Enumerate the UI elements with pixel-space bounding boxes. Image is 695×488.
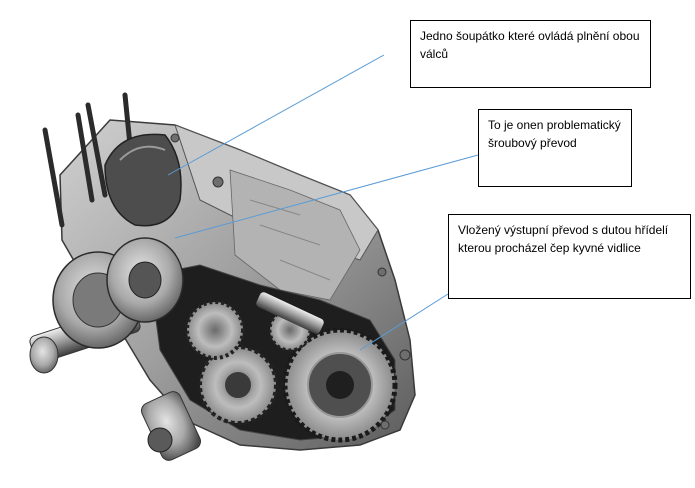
callout-box-screw-gear: To je onen problematický šroubový převod <box>478 109 632 187</box>
callout-text-rotary-valve: Jedno šoupátko které ovládá plnění obou … <box>420 29 640 61</box>
gear-cluster <box>185 292 398 443</box>
callout-box-rotary-valve: Jedno šoupátko které ovládá plnění obou … <box>410 20 651 88</box>
callout-text-screw-gear: To je onen problematický šroubový převod <box>488 118 621 150</box>
callout-box-output-gear: Vložený výstupní převod s dutou hřídelí … <box>448 214 691 299</box>
crankshaft <box>29 237 184 374</box>
callout-text-output-gear: Vložený výstupní převod s dutou hřídelí … <box>458 223 669 255</box>
kickstart-lever <box>140 391 202 461</box>
